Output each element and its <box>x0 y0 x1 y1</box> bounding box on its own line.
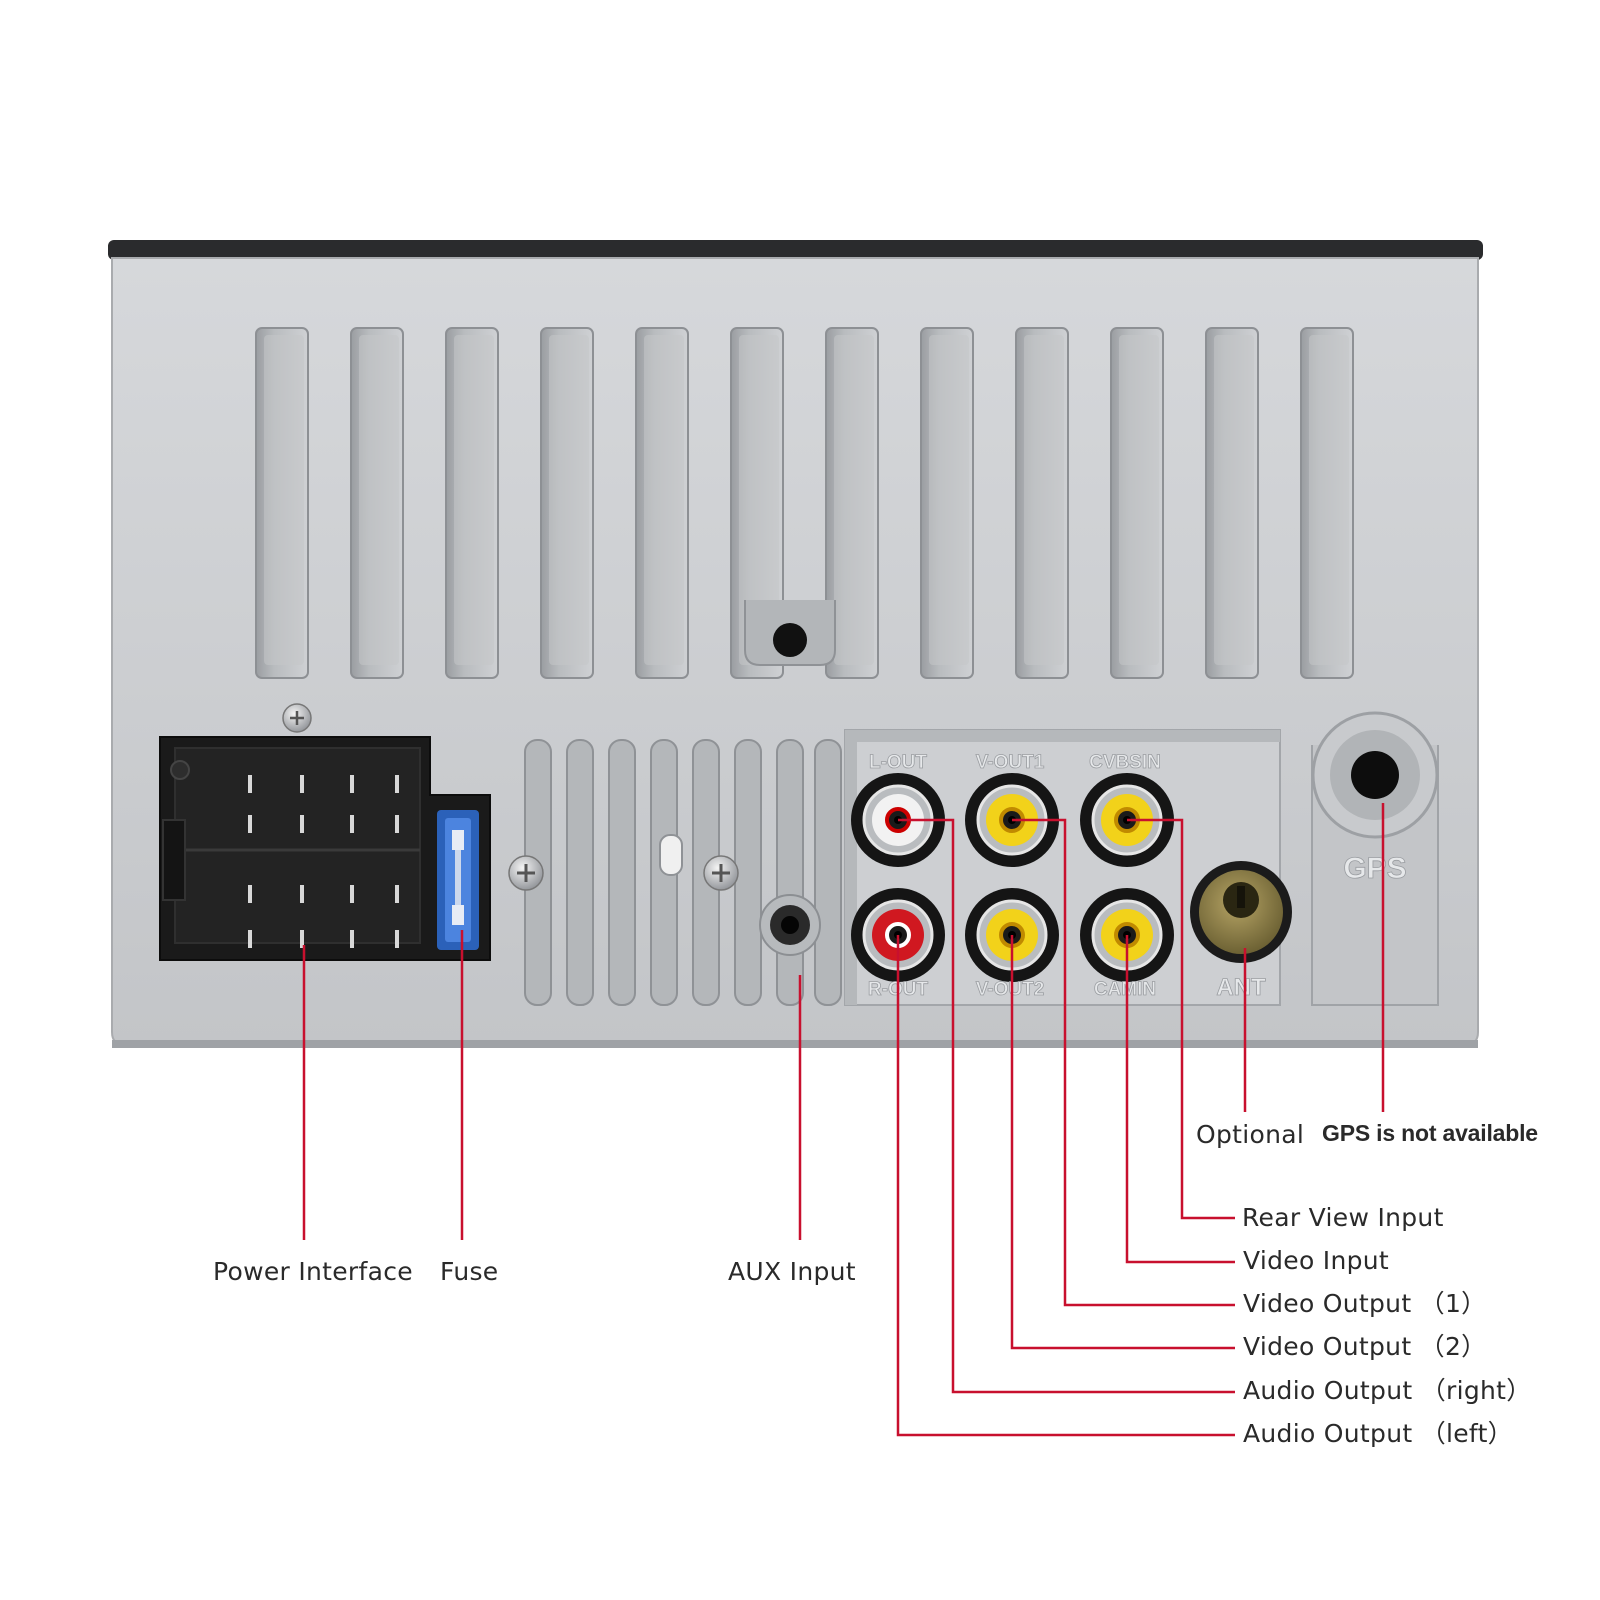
gps-socket <box>1311 711 1439 1006</box>
pin-0-1 <box>300 775 304 793</box>
leader-audio-output-right <box>898 818 1235 1394</box>
fin-7 <box>825 327 879 679</box>
label-gps-not-available: GPS is not available <box>1322 1120 1538 1146</box>
fin-5 <box>635 327 689 679</box>
pin-0-0 <box>248 775 252 793</box>
pin-2-0 <box>248 885 252 903</box>
label-video-output-1: Video Output （1） <box>1243 1289 1487 1318</box>
rca-r-out <box>851 888 945 982</box>
connector-pins <box>248 775 399 948</box>
pin-2-3 <box>395 885 399 903</box>
label-power-interface: Power Interface <box>213 1257 413 1286</box>
fin-9 <box>1015 327 1069 679</box>
cooling-fins <box>255 327 1354 679</box>
label-optional: Optional <box>1196 1120 1305 1149</box>
fin-2 <box>350 327 404 679</box>
leader-video-output-2 <box>1010 935 1235 1350</box>
pin-2-1 <box>300 885 304 903</box>
vent-slot-8 <box>814 739 842 1006</box>
label-fuse: Fuse <box>440 1257 499 1286</box>
marking-cvbs-in: CVBSIN <box>1089 752 1161 773</box>
marking-v-out1: V-OUT1 <box>976 752 1045 773</box>
pin-3-0 <box>248 930 252 948</box>
label-rear-view-input: Rear View Input <box>1242 1203 1444 1232</box>
marking-l-out: L-OUT <box>869 752 927 773</box>
marking-cam-in: CAMIN <box>1094 979 1156 1000</box>
marking-ant: ANT <box>1216 974 1266 1001</box>
pin-3-1 <box>300 930 304 948</box>
pin-1-3 <box>395 815 399 833</box>
fin-4 <box>540 327 594 679</box>
marking-gps: GPS <box>1343 852 1406 885</box>
pin-1-2 <box>350 815 354 833</box>
vent-slot-6 <box>734 739 762 1006</box>
fin-12 <box>1300 327 1354 679</box>
pin-3-2 <box>350 930 354 948</box>
aux-input-jack <box>759 894 821 956</box>
power-interface-connector <box>159 736 491 961</box>
pin-0-3 <box>395 775 399 793</box>
housing-top-edge <box>108 240 1483 260</box>
screw-3 <box>703 855 739 891</box>
housing-bottom-shadow <box>112 1040 1478 1048</box>
fuse <box>437 810 479 950</box>
fin-1 <box>255 327 309 679</box>
mount-hole <box>744 600 836 666</box>
leader-rear-view-input <box>1127 818 1235 1220</box>
leader-video-output-1 <box>1012 818 1235 1307</box>
panel-markings: L-OUT V-OUT1 CVBSIN R-OUT V-OUT2 CAMIN A… <box>868 752 1408 1002</box>
pin-3-3 <box>395 930 399 948</box>
pin-1-0 <box>248 815 252 833</box>
leader-audio-output-left <box>896 935 1235 1437</box>
label-aux-input: AUX Input <box>728 1257 856 1286</box>
label-video-output-2: Video Output （2） <box>1243 1332 1487 1361</box>
label-video-input: Video Input <box>1243 1246 1390 1275</box>
vent-slot-2 <box>566 739 594 1006</box>
vent-slot-3 <box>608 739 636 1006</box>
screw-2 <box>508 855 544 891</box>
leader-video-input <box>1125 935 1235 1264</box>
fin-8 <box>920 327 974 679</box>
fin-11 <box>1205 327 1259 679</box>
pin-0-2 <box>350 775 354 793</box>
label-audio-output-right: Audio Output （right） <box>1243 1376 1532 1405</box>
marking-v-out2: V-OUT2 <box>976 979 1045 1000</box>
vent-oval-hole <box>659 834 683 876</box>
fin-10 <box>1110 327 1164 679</box>
antenna-socket <box>1190 861 1292 963</box>
fin-3 <box>445 327 499 679</box>
screw-1 <box>282 703 312 733</box>
pin-1-1 <box>300 815 304 833</box>
pin-2-2 <box>350 885 354 903</box>
leader-lines <box>302 803 1385 1437</box>
vent-slot-7 <box>776 739 804 1006</box>
fin-6 <box>730 327 784 679</box>
label-audio-output-left: Audio Output （left） <box>1243 1419 1513 1448</box>
